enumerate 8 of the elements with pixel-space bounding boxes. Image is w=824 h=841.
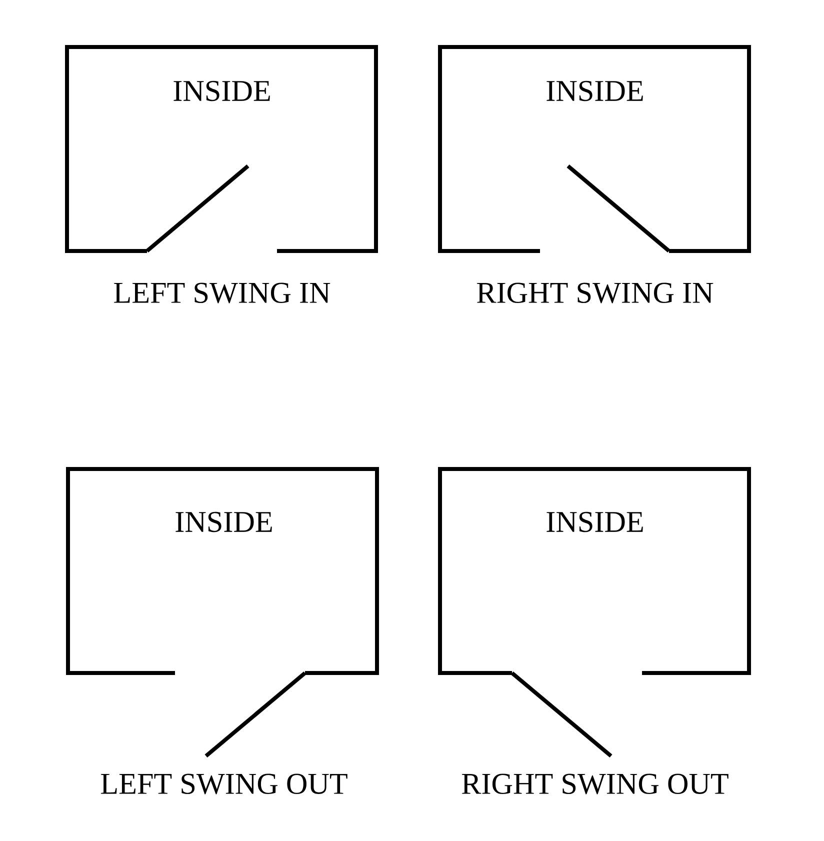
room-caption: RIGHT SWING IN bbox=[477, 282, 714, 304]
room-label: INSIDE bbox=[546, 80, 643, 102]
room-caption: LEFT SWING OUT bbox=[101, 774, 348, 794]
room-label: INSIDE bbox=[176, 512, 272, 532]
room-caption: RIGHT SWING OUT bbox=[462, 774, 728, 794]
room-caption: LEFT SWING IN bbox=[114, 282, 330, 304]
room-label: INSIDE bbox=[174, 80, 270, 102]
room-label: INSIDE bbox=[546, 512, 643, 532]
